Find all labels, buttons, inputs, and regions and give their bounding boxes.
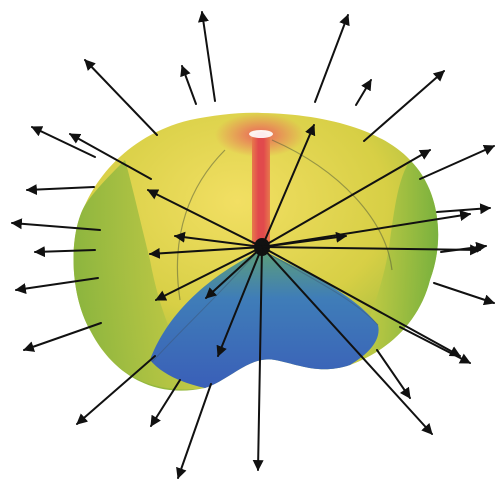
field-arrow-17 [85,60,157,135]
field-arrow-28 [356,80,371,105]
field-arrow-29 [315,15,348,102]
field-arrow-31 [420,146,494,179]
top-highlight [249,130,273,138]
field-arrow-35 [400,327,470,363]
field-arrow-15 [202,12,215,101]
field-arrow-24 [24,323,101,350]
field-arrow-32 [437,208,490,212]
field-arrow-27 [178,384,211,478]
field-arrow-30 [364,71,444,141]
field-arrow-34 [434,283,494,303]
field-arrow-20 [27,187,94,190]
field-arrow-16 [182,66,196,104]
field-arrow-25 [77,356,155,424]
